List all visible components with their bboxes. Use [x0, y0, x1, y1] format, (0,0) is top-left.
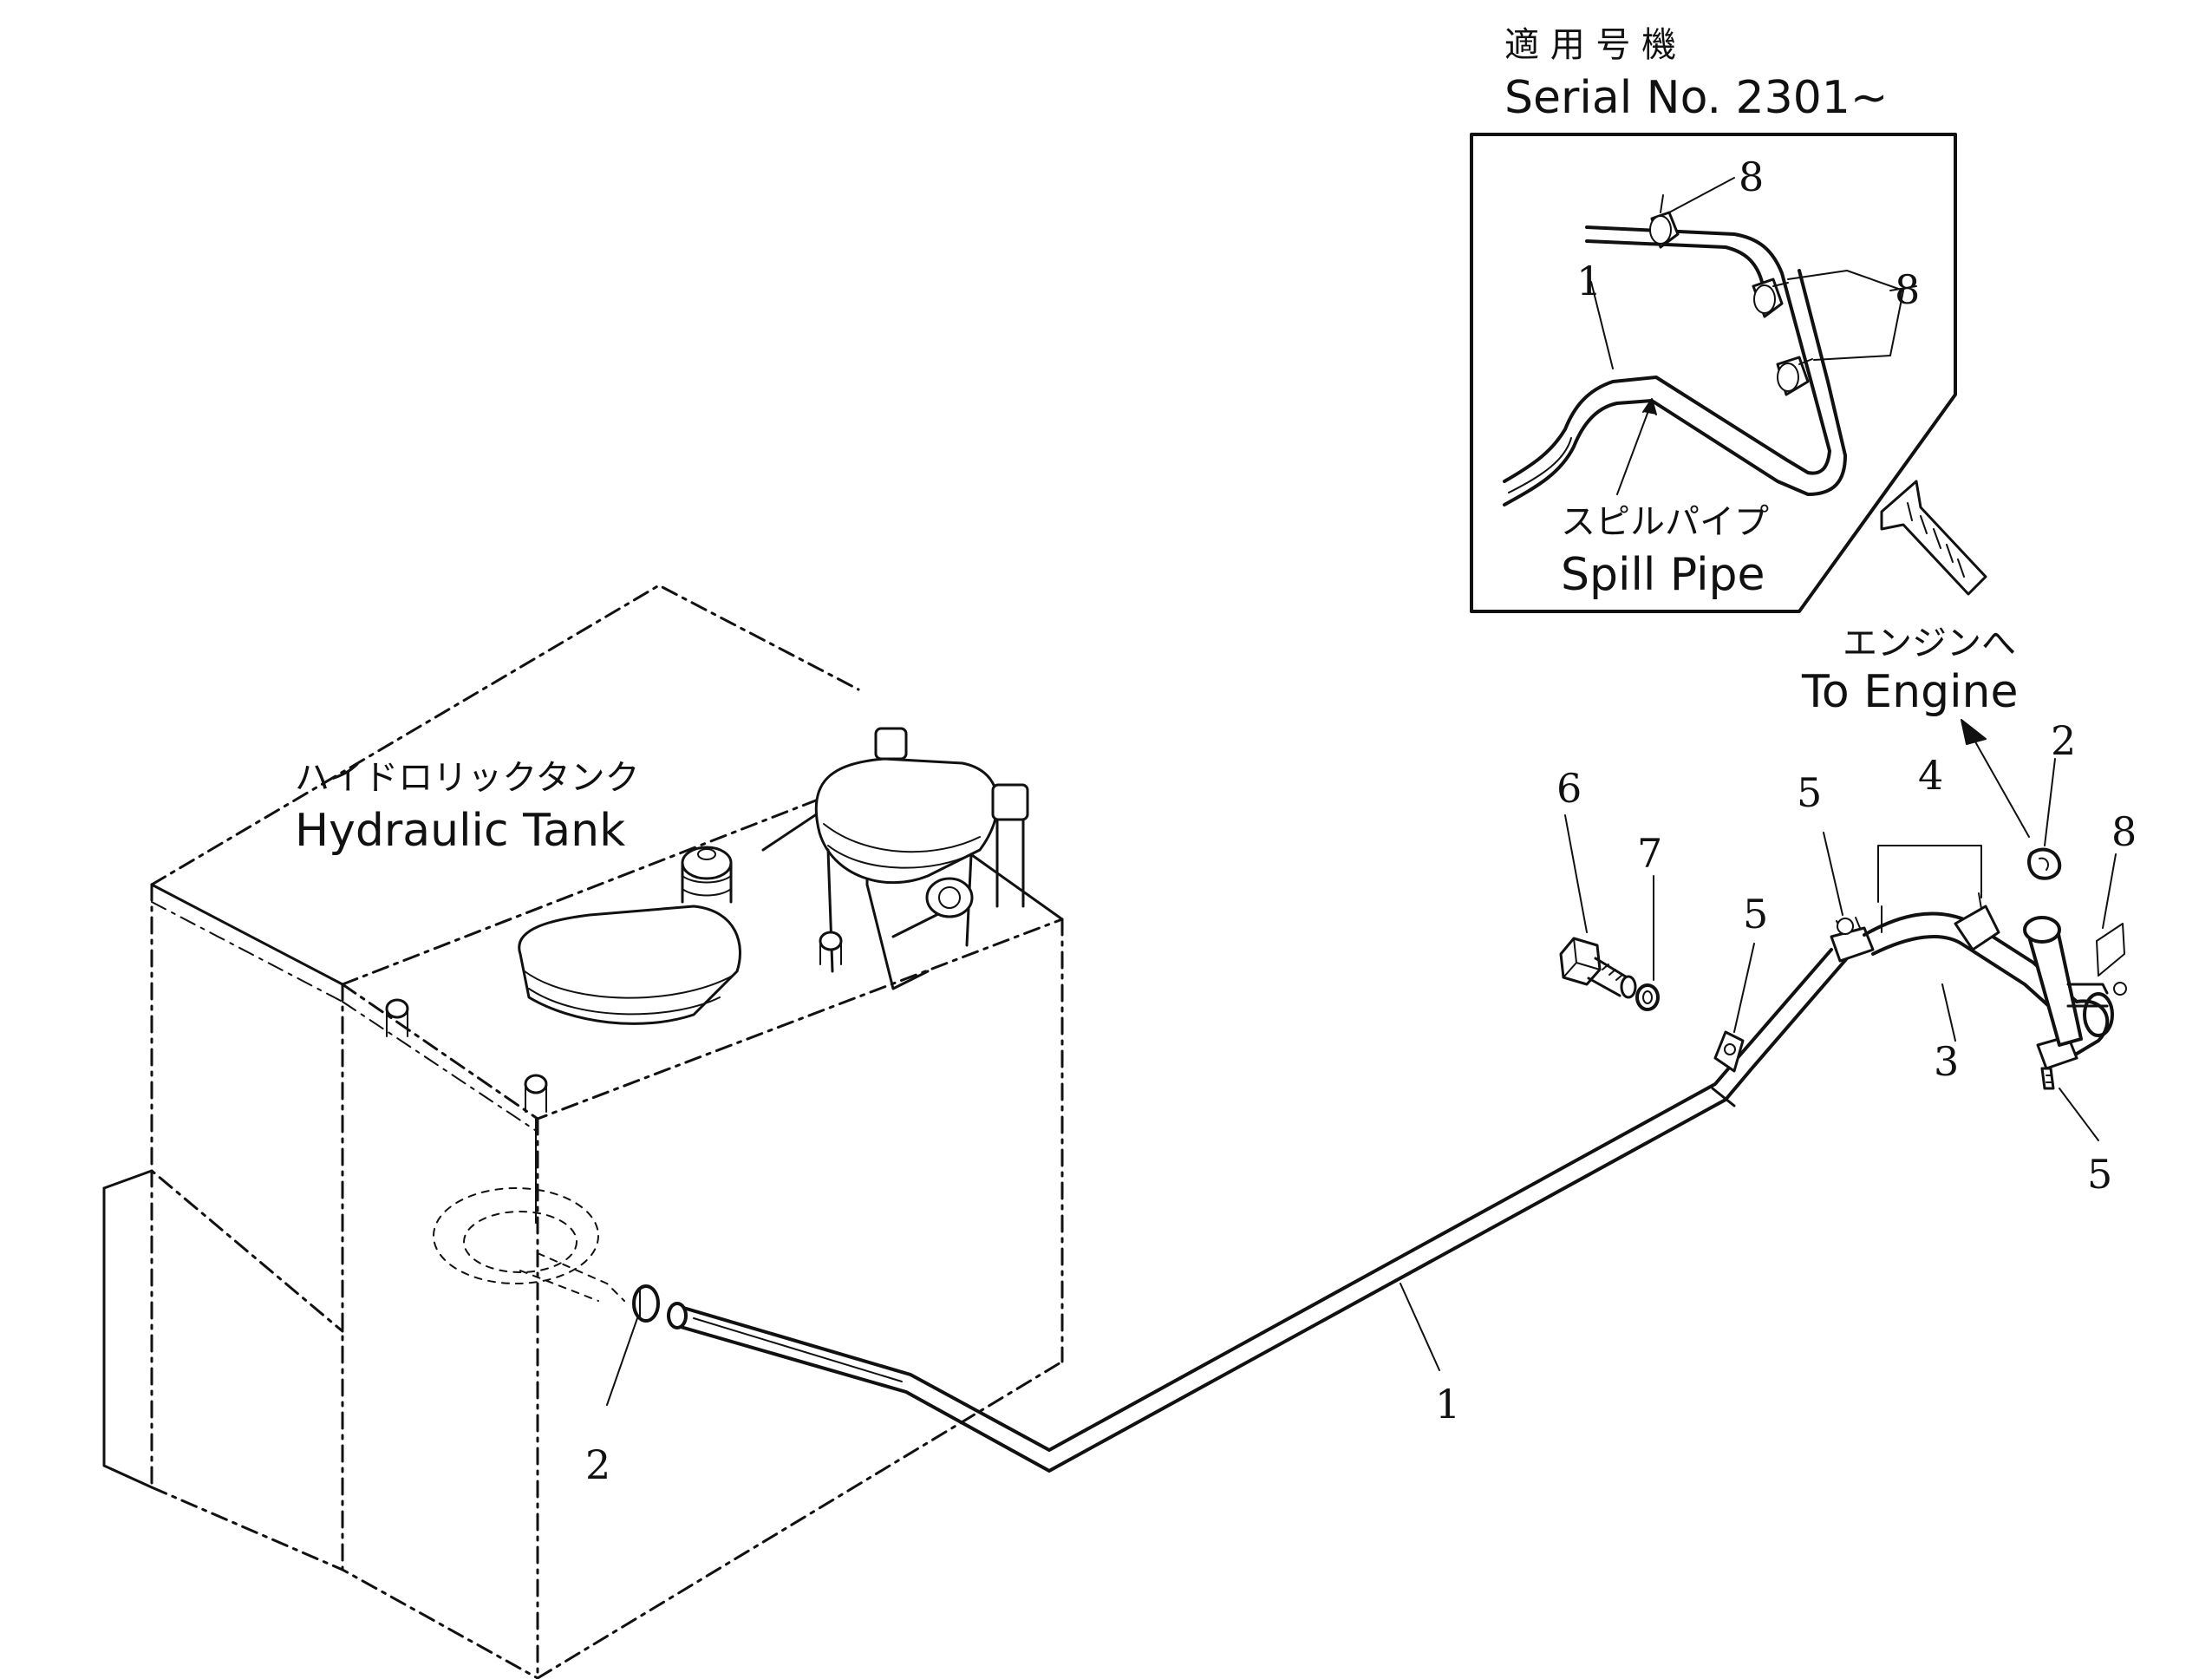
bolt-and-washer: [1559, 937, 1660, 1011]
callout-inset-clip-top: 8: [1739, 154, 1764, 200]
callout-clip-mid: 5: [1743, 891, 1768, 937]
callout-bolt: 6: [1556, 765, 1582, 812]
callout-inset-clip-pair: 8: [1895, 266, 1920, 313]
serial-label-jp: 適 用 号 機: [1504, 25, 1676, 65]
hose-assembly: [1830, 845, 2127, 1090]
callout-numbers: 1 2 2 3 4 5 5 5 6 7 8 1 8 8: [585, 154, 2137, 1488]
tank-label-jp: ハイドロリックタンク: [295, 758, 640, 798]
hydraulic-tank: [102, 584, 1064, 1679]
engine-label-en: To Engine: [1801, 666, 2019, 718]
callout-hose: 3: [1934, 1038, 1959, 1085]
tank-label-en: Hydraulic Tank: [295, 805, 625, 857]
callout-clamp-top: 2: [2051, 717, 2076, 764]
callout-pipe-main: 1: [1435, 1381, 1460, 1427]
to-engine-arrow: [1961, 719, 2030, 838]
spill-label-jp: スピルパイプ: [1561, 502, 1769, 542]
engine-label-jp: エンジンへ: [1843, 624, 2016, 663]
text-labels: ハイドロリックタンク Hydraulic Tank 適 用 号 機 Serial…: [295, 25, 2019, 857]
callout-clip-right: 5: [2087, 1151, 2112, 1198]
serial-label-en: Serial No. 2301~: [1504, 72, 1888, 124]
serial-inset-panel: [1470, 133, 1987, 613]
leader-lines: [606, 758, 2117, 1406]
callout-clip-top: 5: [1797, 769, 1822, 816]
callout-washer: 7: [1637, 830, 1662, 877]
callout-clip-far-right: 8: [2111, 808, 2137, 855]
callout-clamp-tank: 2: [585, 1441, 610, 1488]
spill-label-en: Spill Pipe: [1561, 549, 1765, 601]
main-spill-pipe: [667, 948, 1849, 1473]
callout-inset-pipe: 1: [1576, 258, 1602, 304]
callout-bracket: 4: [1918, 752, 1943, 799]
